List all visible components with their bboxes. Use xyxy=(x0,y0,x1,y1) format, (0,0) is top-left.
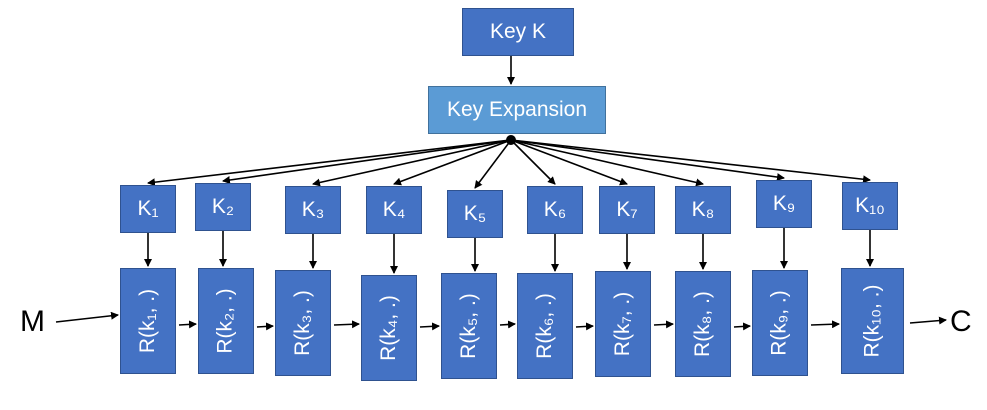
round-function-label: R(k₆, .) xyxy=(533,293,556,359)
arrow-expansion-to-k5 xyxy=(474,139,512,189)
round-key-label: K₈ xyxy=(691,198,715,221)
arrow-round-2-to-3 xyxy=(256,322,274,331)
arrow-round-6-to-7 xyxy=(575,322,594,331)
round-function-box-4: R(k₄, .) xyxy=(361,275,417,381)
round-function-label: R(k₃, .) xyxy=(291,290,314,356)
round-function-label: R(k₉, .) xyxy=(768,290,792,356)
round-function-label: R(k₅, .) xyxy=(457,293,480,359)
round-key-box-5: K₅ xyxy=(447,190,503,238)
key-expansion-box: Key Expansion xyxy=(428,86,606,134)
round-key-label: K₇ xyxy=(616,198,638,221)
round-function-box-10: R(k₁₀, .) xyxy=(841,268,904,374)
round-function-box-1: R(k₁, .) xyxy=(120,268,176,374)
round-function-box-3: R(k₃, .) xyxy=(275,270,331,376)
round-function-label: R(k₁, .) xyxy=(136,288,159,354)
round-key-label: K₁₀ xyxy=(855,194,885,217)
arrow-round-8-to-9 xyxy=(733,322,751,331)
arrow-expansion-to-k4 xyxy=(393,139,512,186)
arrow-expansion-to-k2 xyxy=(222,139,512,184)
round-key-box-7: K₇ xyxy=(599,186,655,234)
arrow-round-5-to-6 xyxy=(499,320,516,329)
arrow-round-10-to-output xyxy=(909,316,947,325)
arrow-input-to-round-1 xyxy=(55,311,119,323)
round-key-box-1: K₁ xyxy=(120,185,176,233)
arrow-round-4-to-5 xyxy=(419,322,440,331)
arrow-expansion-to-k3 xyxy=(312,139,512,187)
round-function-box-6: R(k₆, .) xyxy=(517,273,573,379)
arrow-round-7-to-8 xyxy=(653,320,674,329)
round-key-box-6: K₆ xyxy=(527,186,583,234)
round-key-label: K₁ xyxy=(137,197,159,220)
arrow-round-9-to-10 xyxy=(810,320,840,329)
round-function-box-5: R(k₅, .) xyxy=(441,273,497,379)
round-key-box-10: K₁₀ xyxy=(842,182,898,230)
round-function-label: R(k₂, .) xyxy=(214,288,237,354)
arrow-round-3-to-4 xyxy=(333,320,360,329)
input-label: M xyxy=(20,305,45,338)
round-key-label: K₉ xyxy=(772,192,796,215)
arrow-expansion-to-k7 xyxy=(510,139,628,186)
arrow-expansion-to-k8 xyxy=(510,139,704,187)
round-key-box-3: K₃ xyxy=(285,186,341,234)
round-function-label: R(k₇, .) xyxy=(611,291,634,357)
round-key-box-4: K₄ xyxy=(366,186,422,234)
round-function-box-9: R(k₉, .) xyxy=(752,270,808,376)
round-key-label: K₃ xyxy=(301,198,325,221)
round-key-label: K₆ xyxy=(543,198,567,221)
round-function-box-7: R(k₇, .) xyxy=(595,271,651,377)
round-function-box-2: R(k₂, .) xyxy=(198,268,254,374)
round-function-label: R(k₄, .) xyxy=(377,295,401,361)
key-box: Key K xyxy=(462,8,574,56)
round-key-box-9: K₉ xyxy=(756,180,812,228)
output-label: C xyxy=(950,305,972,338)
arrow-round-1-to-2 xyxy=(178,320,197,329)
key-label: Key K xyxy=(489,20,547,43)
round-key-label: K₂ xyxy=(211,195,235,218)
arrow-expansion-to-k10 xyxy=(510,139,871,184)
round-key-label: K₄ xyxy=(382,198,406,221)
arrow-expansion-to-k1 xyxy=(147,139,512,187)
arrow-expansion-to-k9 xyxy=(510,139,785,181)
arrow-expansion-to-k6 xyxy=(510,139,556,185)
arrows xyxy=(55,56,947,331)
round-function-label: R(k₈, .) xyxy=(691,291,714,357)
key-expansion-label: Key Expansion xyxy=(446,98,588,121)
round-function-box-8: R(k₈, .) xyxy=(675,271,731,377)
round-key-label: K₅ xyxy=(463,202,487,225)
round-function-label: R(k₁₀, .) xyxy=(860,284,884,358)
round-key-box-2: K₂ xyxy=(195,183,251,231)
round-key-box-8: K₈ xyxy=(675,186,731,234)
